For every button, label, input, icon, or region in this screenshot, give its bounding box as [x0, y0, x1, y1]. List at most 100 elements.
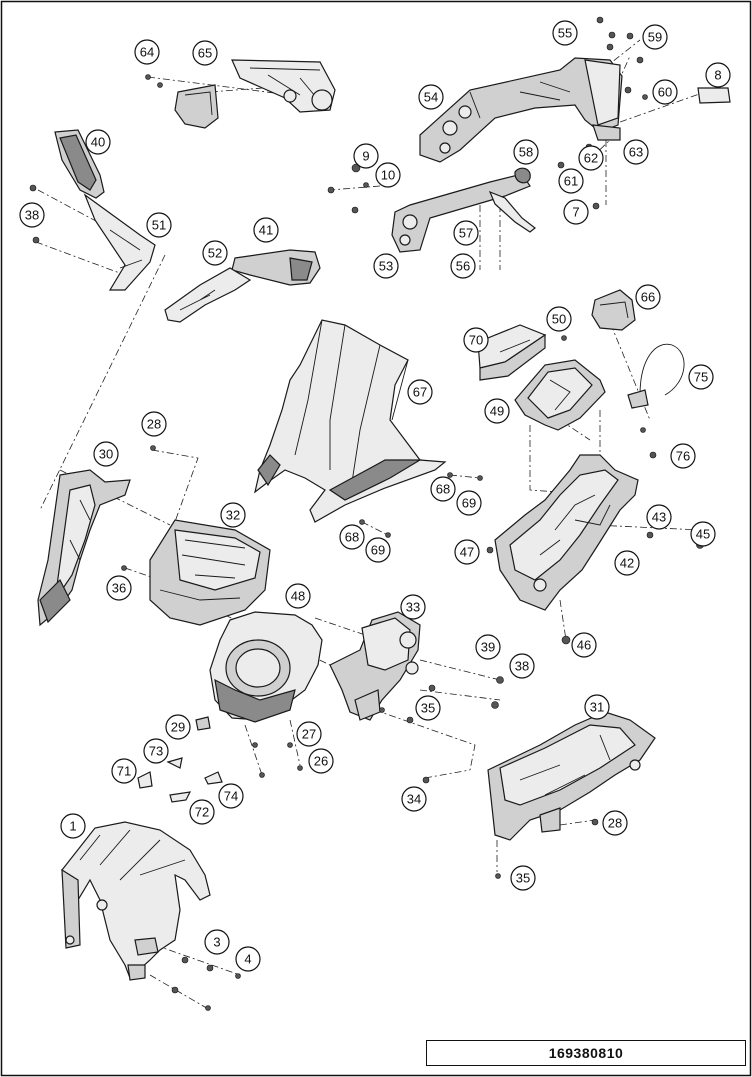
svg-text:41: 41 [259, 223, 273, 238]
svg-text:60: 60 [658, 85, 672, 100]
svg-text:3: 3 [213, 935, 220, 950]
callout-10: 10 [375, 162, 401, 188]
callout-74: 74 [218, 783, 244, 809]
callout-9: 9 [353, 143, 379, 169]
callout-43: 43 [646, 504, 672, 530]
callout-58: 58 [513, 139, 539, 165]
callout-50: 50 [546, 306, 572, 332]
callout-28b: 28 [602, 810, 628, 836]
callout-62: 62 [578, 145, 604, 171]
svg-text:29: 29 [171, 720, 185, 735]
callout-32: 32 [220, 502, 246, 528]
svg-text:74: 74 [224, 789, 238, 804]
callout-53: 53 [373, 253, 399, 279]
svg-text:7: 7 [572, 205, 579, 220]
callout-46: 46 [571, 632, 597, 658]
part-32-headlight-housing [121, 445, 271, 626]
callout-65: 65 [192, 40, 218, 66]
part-31-side-fairing [422, 711, 656, 879]
callout-45: 45 [690, 521, 716, 547]
part-1-front-fender [61, 821, 241, 1011]
callout-51: 51 [146, 212, 172, 238]
callout-52: 52 [202, 240, 228, 266]
svg-text:39: 39 [481, 640, 495, 655]
part-70-box [477, 324, 547, 381]
svg-text:30: 30 [99, 447, 113, 462]
callout-8: 8 [705, 62, 731, 88]
svg-text:66: 66 [641, 290, 655, 305]
svg-text:71: 71 [117, 764, 131, 779]
callout-57: 57 [453, 220, 479, 246]
callout-41: 41 [253, 217, 279, 243]
svg-text:52: 52 [208, 246, 222, 261]
svg-text:31: 31 [590, 700, 604, 715]
svg-text:8: 8 [714, 68, 721, 83]
callout-3: 3 [204, 929, 230, 955]
svg-text:76: 76 [676, 449, 690, 464]
callout-48: 48 [285, 583, 311, 609]
callout-40: 40 [85, 129, 111, 155]
svg-text:36: 36 [112, 581, 126, 596]
part-33-bracket [329, 611, 504, 724]
callout-49: 49 [484, 398, 510, 424]
part-48-headlight-mask [209, 611, 323, 778]
svg-text:1: 1 [69, 819, 76, 834]
svg-text:43: 43 [652, 510, 666, 525]
svg-text:34: 34 [407, 792, 421, 807]
callout-7: 7 [563, 199, 589, 225]
svg-text:26: 26 [314, 754, 328, 769]
svg-text:55: 55 [558, 26, 572, 41]
callout-69a: 69 [456, 490, 482, 516]
callout-75: 75 [688, 364, 714, 390]
callout-29: 29 [165, 714, 191, 740]
callout-35b: 35 [510, 865, 536, 891]
callout-72: 72 [189, 799, 215, 825]
svg-text:40: 40 [91, 135, 105, 150]
callout-56: 56 [450, 253, 476, 279]
svg-text:47: 47 [460, 545, 474, 560]
callout-63: 63 [623, 139, 649, 165]
callout-4: 4 [235, 946, 261, 972]
callout-26: 26 [308, 748, 334, 774]
part-53-lower-bracket [327, 163, 536, 253]
svg-text:62: 62 [584, 151, 598, 166]
callout-71: 71 [111, 758, 137, 784]
svg-text:65: 65 [198, 46, 212, 61]
callout-69b: 69 [365, 537, 391, 563]
svg-text:35: 35 [421, 701, 435, 716]
callout-27: 27 [296, 721, 322, 747]
callout-36: 36 [106, 575, 132, 601]
svg-text:58: 58 [519, 145, 533, 160]
svg-text:75: 75 [694, 370, 708, 385]
callout-67: 67 [407, 379, 433, 405]
svg-text:38: 38 [25, 208, 39, 223]
callout-70: 70 [463, 327, 489, 353]
svg-text:73: 73 [149, 744, 163, 759]
part-65-bracket [145, 59, 336, 129]
svg-text:32: 32 [226, 508, 240, 523]
callout-76: 76 [670, 443, 696, 469]
svg-text:72: 72 [195, 805, 209, 820]
callout-38b: 38 [509, 653, 535, 679]
callout-68b: 68 [339, 524, 365, 550]
part-66-lock [591, 289, 685, 459]
callout-33: 33 [400, 594, 426, 620]
part-40-mirror-left [29, 129, 156, 291]
callout-61: 61 [558, 168, 584, 194]
callout-64: 64 [134, 39, 160, 65]
callout-30: 30 [93, 441, 119, 467]
svg-text:53: 53 [379, 259, 393, 274]
svg-text:61: 61 [564, 174, 578, 189]
svg-text:64: 64 [140, 45, 154, 60]
svg-text:48: 48 [291, 589, 305, 604]
svg-text:28: 28 [147, 417, 161, 432]
svg-text:49: 49 [490, 404, 504, 419]
callout-42: 42 [614, 550, 640, 576]
part-30-side-panel [37, 469, 131, 627]
callout-55: 55 [552, 20, 578, 46]
svg-text:38: 38 [515, 659, 529, 674]
part-41-mirror-right [164, 249, 321, 323]
callout-38a: 38 [19, 202, 45, 228]
callout-66: 66 [635, 284, 661, 310]
